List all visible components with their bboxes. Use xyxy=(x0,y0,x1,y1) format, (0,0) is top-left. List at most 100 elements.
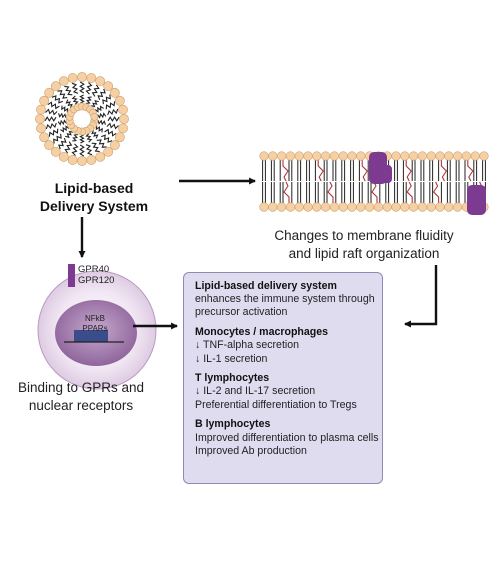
unsaturated-tail xyxy=(440,160,448,182)
lipid-tail xyxy=(97,88,106,100)
effects-line: precursor activation xyxy=(195,306,288,319)
effects-line: enhances the immune system through xyxy=(195,293,375,306)
lipid-tail xyxy=(90,100,99,108)
nucleus-label-line: PPARs xyxy=(82,323,108,333)
receptor-label: GPR40 GPR120 xyxy=(78,264,114,286)
lipid-head xyxy=(347,151,357,161)
lipid-head xyxy=(294,202,304,212)
lipid-tail xyxy=(95,125,103,133)
lipid-head xyxy=(95,151,106,162)
lipid-tail xyxy=(65,99,73,109)
membrane-protein xyxy=(467,185,486,215)
unsaturated-tail xyxy=(317,160,324,182)
nucleus-label-line: NFkB xyxy=(85,314,105,323)
lipid-tail xyxy=(85,96,92,104)
lipid-head xyxy=(86,73,97,83)
lipid-head xyxy=(77,156,87,166)
lipid-tail xyxy=(79,134,85,144)
cell-caption: Binding to GPRs and nuclear receptors xyxy=(6,379,156,415)
unsaturated-tail xyxy=(406,181,413,203)
lipid-tail xyxy=(61,105,69,113)
cell-caption-line: nuclear receptors xyxy=(28,398,134,413)
effects-section-title: Lipid-based delivery system xyxy=(195,280,337,292)
lipid-head xyxy=(409,151,419,161)
liposome-illustration xyxy=(35,72,129,166)
unsaturated-tail xyxy=(432,181,440,203)
lipid-head xyxy=(95,76,106,87)
lipid-head xyxy=(35,114,45,124)
lipid-head xyxy=(461,151,472,161)
lipid-head xyxy=(109,87,120,98)
lipid-tail xyxy=(44,116,57,122)
lipid-head xyxy=(39,132,50,143)
lipid-head xyxy=(391,151,401,161)
lipid-tail xyxy=(105,101,116,110)
lipid-tail xyxy=(57,90,68,99)
lipid-head xyxy=(86,155,97,165)
lipid-tail xyxy=(101,134,113,143)
lipid-tail xyxy=(97,119,106,126)
effects-section-title: T lymphocytes xyxy=(195,372,270,385)
lipid-head xyxy=(268,151,278,161)
lipid-head xyxy=(67,155,78,165)
lipid-tail xyxy=(85,144,93,156)
cell-illustration xyxy=(37,264,157,390)
lipid-head xyxy=(444,151,454,161)
lipid-head xyxy=(119,114,129,124)
lipid-head xyxy=(470,151,480,161)
lipid-head xyxy=(426,151,436,161)
membrane-protein xyxy=(380,165,392,183)
lipid-head xyxy=(417,151,428,161)
lipid-head xyxy=(329,202,340,212)
lipid-head xyxy=(114,132,125,143)
membrane-bilayer-illustration xyxy=(259,151,489,215)
lipid-tail xyxy=(79,81,85,94)
lipid-head xyxy=(435,202,445,212)
lipid-tail xyxy=(45,108,58,116)
lipid-tail xyxy=(91,142,100,153)
lipid-tail xyxy=(65,130,74,138)
lipid-head xyxy=(67,73,78,83)
membrane-caption-line: and lipid raft organization xyxy=(288,246,440,261)
gpr-receptor-icon xyxy=(68,264,75,287)
lipid-tail xyxy=(91,129,99,139)
lipid-head xyxy=(312,202,322,212)
receptor-label-line: GPR120 xyxy=(78,275,115,286)
unsaturated-tail xyxy=(371,181,378,203)
lipid-tail xyxy=(71,95,79,105)
unsaturated-tail xyxy=(361,160,368,182)
lipid-head xyxy=(268,202,278,212)
lipid-head xyxy=(356,202,366,212)
lipid-tail xyxy=(94,105,104,113)
lipid-tail xyxy=(107,116,120,122)
arrow-membrane-to-box xyxy=(403,265,438,328)
membrane-caption: Changes to membrane fluidity and lipid r… xyxy=(244,227,484,263)
lipid-head xyxy=(426,202,436,212)
liposome-label: Lipid-based Delivery System xyxy=(34,179,154,215)
lipid-head xyxy=(285,151,296,161)
lipid-head xyxy=(479,151,489,161)
lipid-tail xyxy=(107,108,119,116)
lipid-head xyxy=(356,151,366,161)
effects-section: B lymphocytes Improved differentiation t… xyxy=(195,418,379,458)
lipid-head xyxy=(50,81,61,92)
lipid-head xyxy=(44,140,55,151)
lipid-head xyxy=(338,202,348,212)
effects-section: Lipid-based delivery system enhances the… xyxy=(195,280,376,320)
lipid-tail xyxy=(102,94,111,105)
liposome-label-line: Delivery System xyxy=(39,198,149,214)
effects-section: T lymphocytes ↓ IL-2 and IL-17 secretion… xyxy=(195,372,376,412)
lipid-tail xyxy=(96,139,107,148)
unsaturated-tail xyxy=(327,181,334,203)
effects-section-title: Monocytes / macrophages xyxy=(195,326,329,339)
lipid-tail xyxy=(51,95,63,104)
lipid-head xyxy=(103,146,114,157)
lipid-head xyxy=(103,81,114,92)
lipid-head xyxy=(39,95,50,106)
lipid-head xyxy=(329,151,340,161)
lipid-head xyxy=(277,151,287,161)
lipid-tail xyxy=(91,84,100,97)
effects-line: ↓ IL-1 secretion xyxy=(195,352,268,365)
effects-line: Preferential differentiation to Tregs xyxy=(195,398,357,411)
lipid-head xyxy=(409,202,419,212)
